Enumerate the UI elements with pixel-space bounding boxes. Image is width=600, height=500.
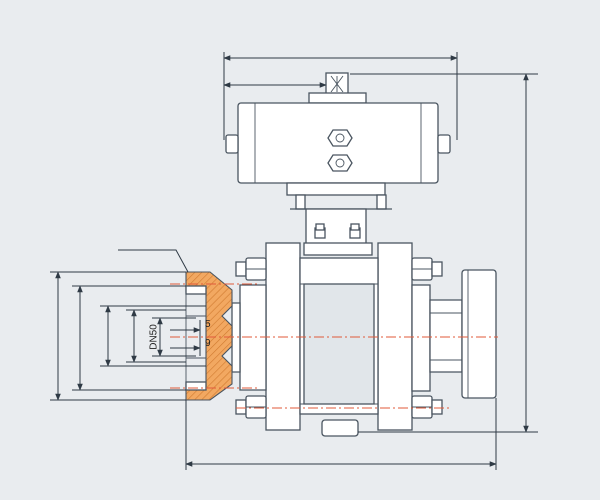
actuator [225, 72, 451, 210]
dim-b-label: 9 [205, 338, 211, 349]
center-lines [170, 283, 498, 409]
air-port-upper-icon [327, 129, 353, 147]
bolt-bottom-left-icon [235, 395, 267, 419]
dim-a-label: 5 [205, 319, 211, 330]
pipe-size-label: DN50 [149, 324, 160, 350]
air-port-lower-icon [327, 154, 353, 172]
bolt-bottom-right-icon [411, 395, 443, 419]
right-flange [461, 269, 497, 399]
left-end-cap [225, 134, 239, 154]
bolt-top-right-icon [411, 257, 443, 281]
drain-plug [321, 419, 359, 437]
weld-end-section [185, 271, 233, 401]
labels: DN50 5 9 [149, 319, 211, 350]
bolts [235, 223, 443, 419]
valve-body [231, 242, 497, 437]
bolt-top-left-icon [235, 257, 267, 281]
right-end-cap [437, 134, 451, 154]
dimensions [50, 52, 538, 470]
indicator-cross-icon [330, 75, 344, 93]
mounting-bracket [303, 208, 373, 256]
